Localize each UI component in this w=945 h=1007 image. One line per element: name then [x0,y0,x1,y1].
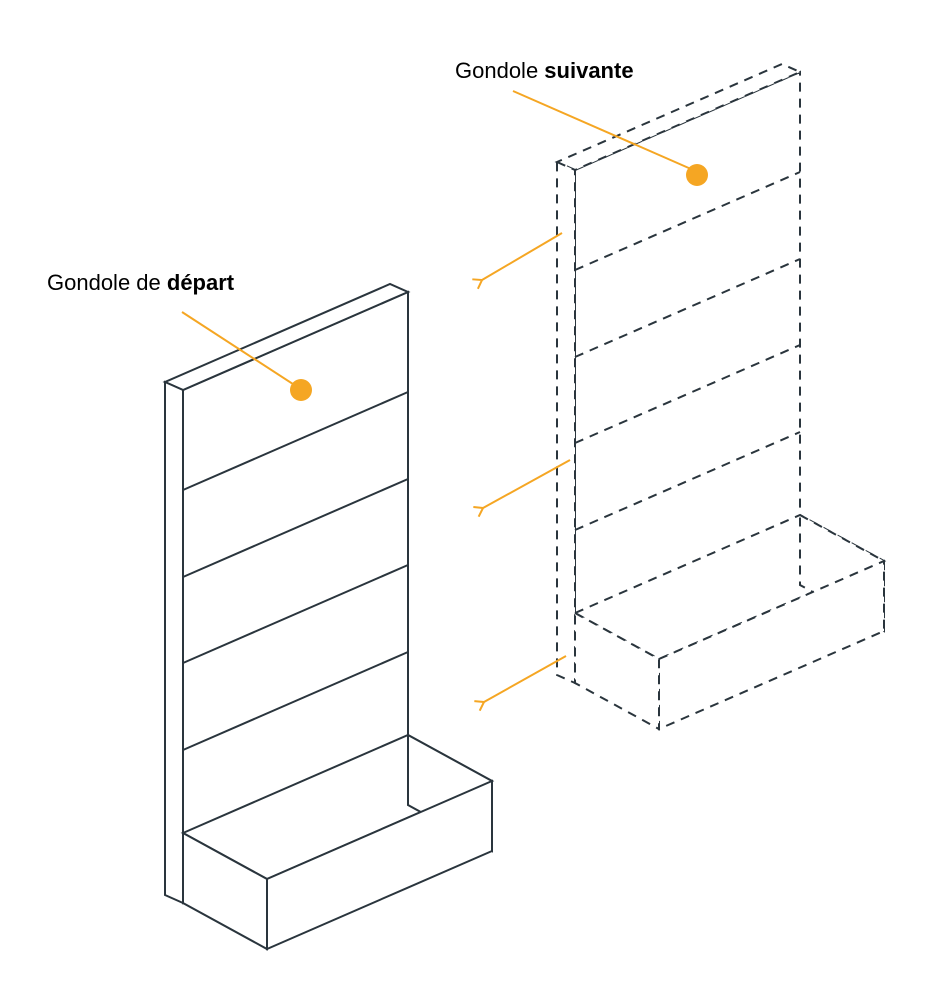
start-gondola [164,283,493,950]
move-arrow [472,232,563,290]
label-start-gondola-bold: départ [166,270,235,295]
label-next-gondola-prefix: Gondole [455,58,545,83]
label-start-gondola: Gondole de départ [47,270,234,296]
move-arrows [472,232,571,712]
leader-line-start [181,311,297,387]
leader-lines [181,90,708,401]
label-next-gondola: Gondole suivante [455,58,634,84]
next-gondola [556,63,885,730]
leader-line-next [512,90,692,170]
marker-dot-start [290,379,312,401]
move-arrow [474,655,567,712]
marker-dot-next [686,164,708,186]
label-start-gondola-prefix: Gondole de [47,270,167,295]
label-next-gondola-bold: suivante [544,58,634,83]
move-arrow [473,459,571,518]
